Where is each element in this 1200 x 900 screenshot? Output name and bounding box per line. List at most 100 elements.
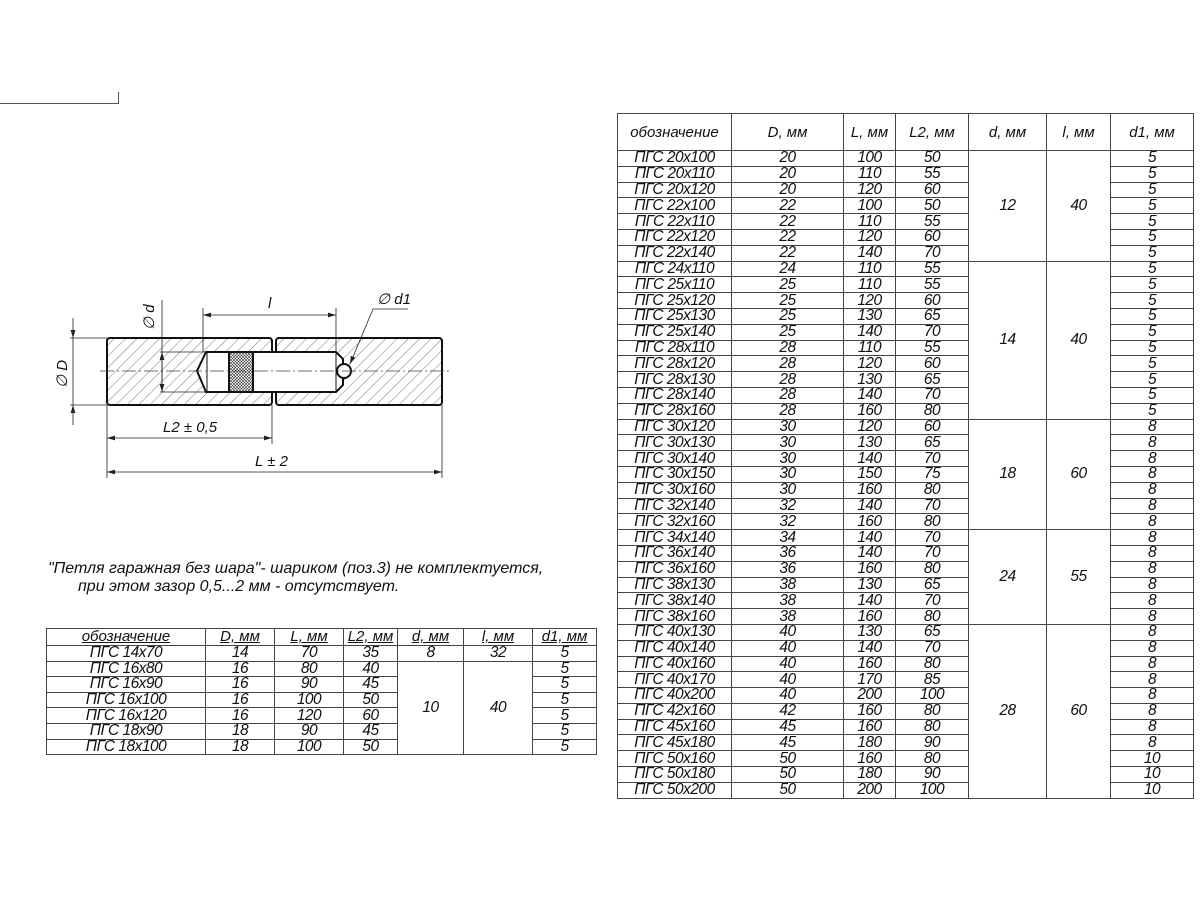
cell-L: 180	[843, 734, 896, 752]
cell-L: 140	[843, 529, 896, 546]
cell-d1: 5	[532, 691, 597, 709]
cell-designation: ПГС 22x120	[617, 228, 732, 246]
cell-L2: 60	[895, 228, 969, 246]
cell-d: 28	[968, 623, 1047, 799]
cell-designation: ПГС 34x140	[617, 529, 732, 546]
cell-d1: 5	[1110, 371, 1194, 388]
cell-L2: 70	[895, 639, 969, 657]
header-d: d, мм	[397, 628, 464, 646]
cell-D: 25	[731, 323, 844, 341]
cell-d1: 5	[532, 676, 597, 693]
header-d: d, мм	[968, 113, 1047, 151]
cell-L2: 60	[343, 707, 398, 724]
cell-D: 40	[731, 623, 844, 641]
header-l: l, мм	[463, 628, 533, 646]
cell-designation: ПГС 25x140	[617, 323, 732, 341]
cell-L: 120	[843, 181, 896, 199]
cell-designation: ПГС 40x140	[617, 639, 732, 657]
cell-d1: 10	[1110, 781, 1194, 799]
cell-d1: 8	[1110, 608, 1194, 625]
cell-L: 140	[843, 386, 896, 404]
cell-designation: ПГС 50x160	[617, 750, 732, 768]
cell-L2: 70	[895, 323, 969, 341]
cell-D: 40	[731, 655, 844, 673]
cell-L2: 80	[895, 513, 969, 531]
cell-D: 40	[731, 671, 844, 689]
cell-d1: 8	[1110, 513, 1194, 531]
cell-D: 25	[731, 276, 844, 294]
cell-designation: ПГС 38x160	[617, 608, 732, 625]
cell-D: 45	[731, 734, 844, 752]
cell-l: 60	[1046, 623, 1111, 799]
cell-designation: ПГС 32x160	[617, 513, 732, 531]
cell-designation: ПГС 25x110	[617, 276, 732, 294]
cell-L2: 65	[895, 623, 969, 641]
cell-d1: 8	[1110, 481, 1194, 499]
cell-d1: 8	[1110, 434, 1194, 452]
cell-d1: 5	[1110, 323, 1194, 341]
cell-designation: ПГС 22x110	[617, 213, 732, 230]
cell-L: 130	[843, 576, 896, 594]
cell-L: 160	[843, 702, 896, 720]
cell-d1: 5	[1110, 292, 1194, 309]
cell-l: 40	[1046, 150, 1111, 262]
cell-L: 160	[843, 608, 896, 625]
cell-L2: 45	[343, 722, 398, 740]
cell-L: 200	[843, 781, 896, 799]
cell-D: 25	[731, 307, 844, 325]
cell-d1: 5	[1110, 150, 1194, 167]
cell-designation: ПГС 25x120	[617, 292, 732, 309]
header-L: L, мм	[274, 628, 344, 646]
dim-phi-d1-label: ∅ d1	[377, 291, 411, 308]
cell-d1: 10	[1110, 750, 1194, 768]
cell-D: 24	[731, 260, 844, 278]
cell-designation: ПГС 16x100	[46, 691, 206, 709]
cell-L: 120	[843, 292, 896, 309]
cell-designation: ПГС 32x140	[617, 497, 732, 515]
cell-D: 42	[731, 702, 844, 720]
cell-D: 40	[731, 639, 844, 657]
cell-d: 24	[968, 529, 1047, 625]
cell-L: 140	[843, 323, 896, 341]
cell-designation: ПГС 28x120	[617, 355, 732, 373]
cell-d1: 8	[1110, 734, 1194, 752]
cell-L: 70	[274, 645, 344, 662]
cell-designation: ПГС 38x130	[617, 576, 732, 594]
cell-d1: 8	[1110, 702, 1194, 720]
cell-D: 28	[731, 355, 844, 373]
cell-D: 20	[731, 150, 844, 167]
cell-d1: 8	[1110, 544, 1194, 562]
header-d1: d1, мм	[1110, 113, 1194, 151]
cell-D: 30	[731, 465, 844, 483]
header-d1: d1, мм	[532, 628, 597, 646]
cell-d1: 8	[1110, 718, 1194, 736]
cell-L: 110	[843, 339, 896, 357]
cell-d1: 5	[1110, 260, 1194, 278]
cell-D: 22	[731, 197, 844, 215]
cell-L: 200	[843, 687, 896, 704]
dim-l-label: l	[268, 295, 272, 312]
cell-L2: 35	[343, 645, 398, 662]
cell-L2: 80	[895, 481, 969, 499]
cell-designation: ПГС 28x110	[617, 339, 732, 357]
cell-d1: 8	[1110, 497, 1194, 515]
cell-D: 28	[731, 339, 844, 357]
cell-l: 40	[463, 660, 533, 756]
cell-L2: 80	[895, 718, 969, 736]
